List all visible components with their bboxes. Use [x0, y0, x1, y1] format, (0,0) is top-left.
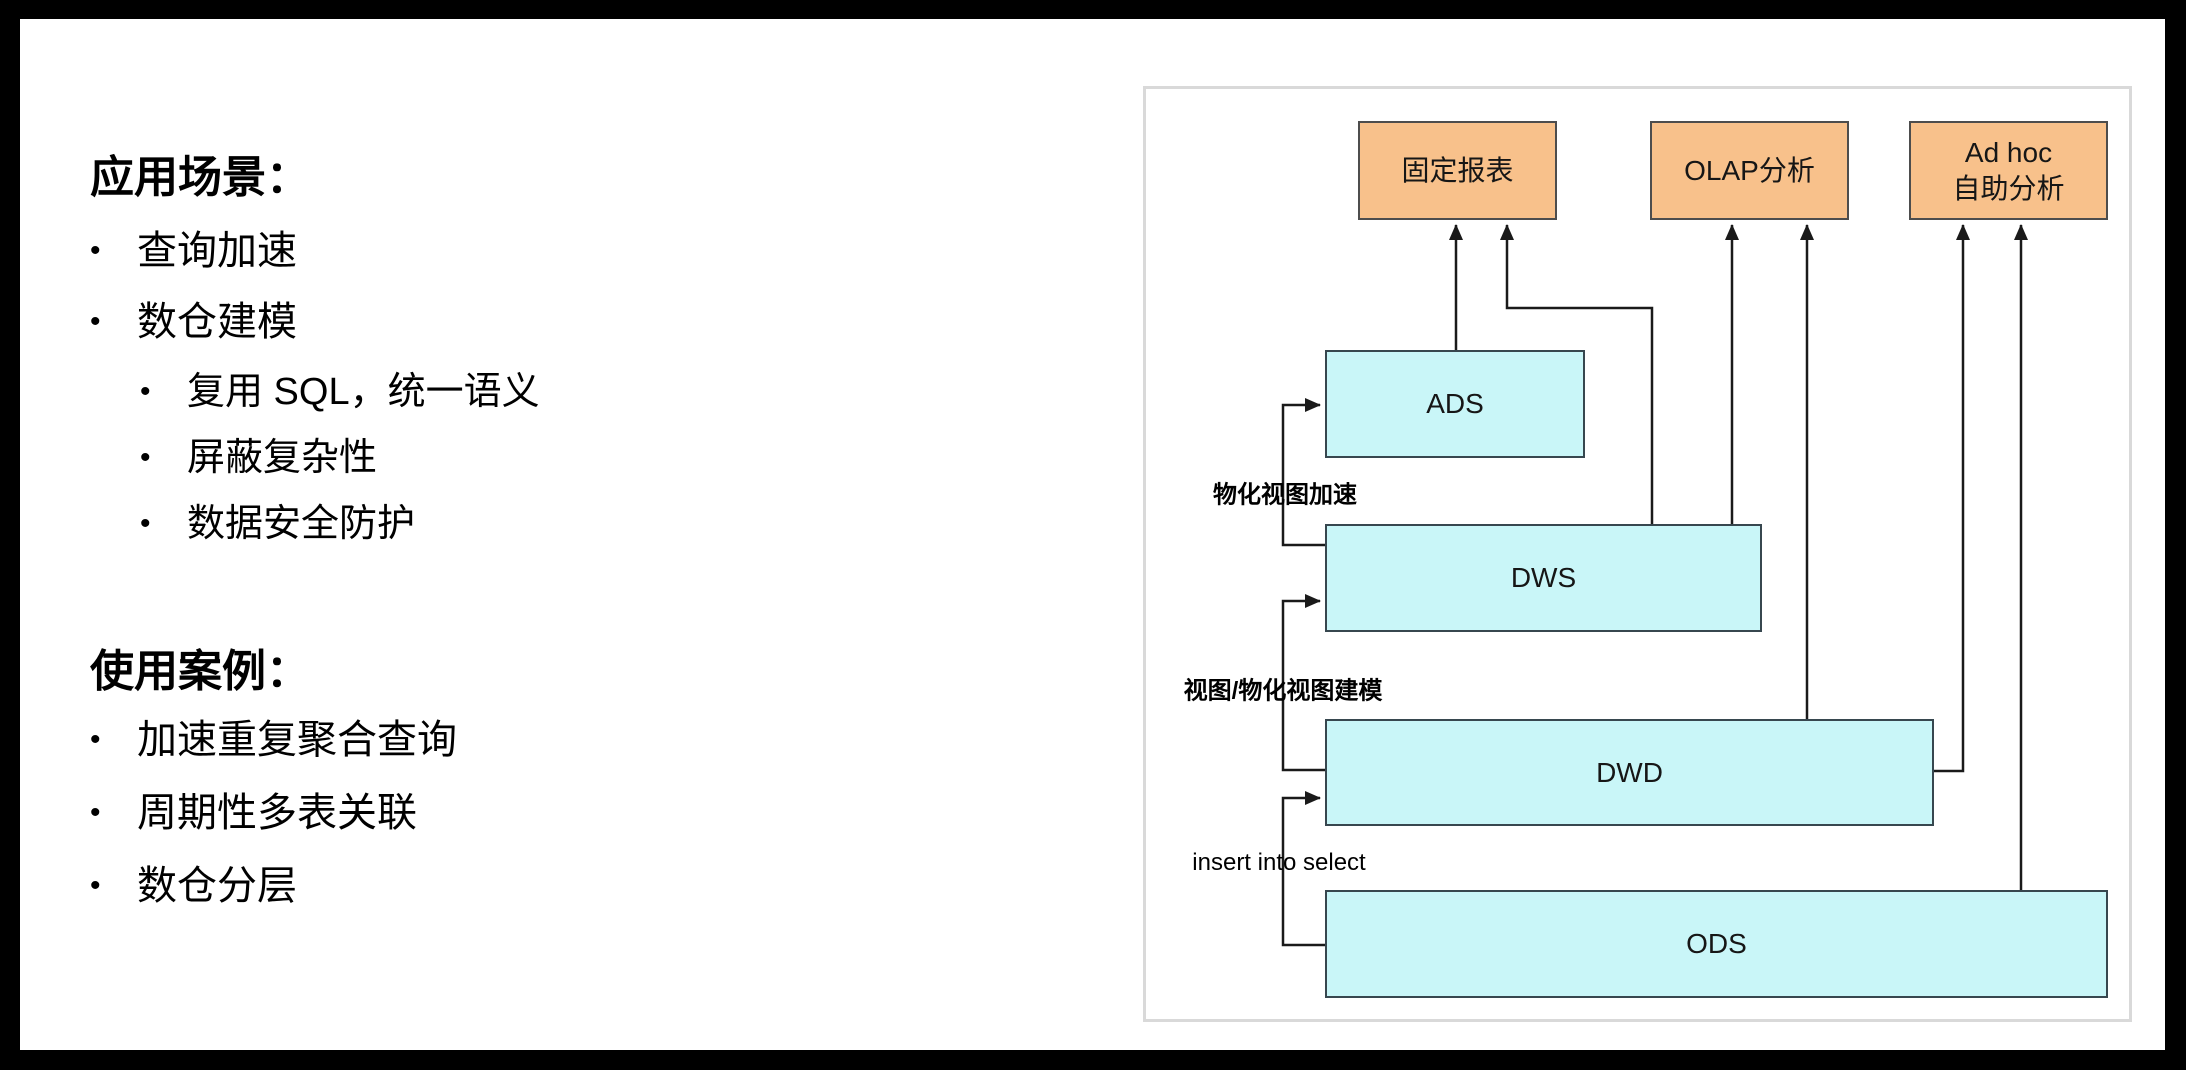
bullet-item-label: 数仓建模 — [137, 300, 297, 344]
arrow-dws-to-ads — [1281, 398, 1325, 547]
box-adhoc-label-line2: 自助分析 — [1952, 172, 2065, 204]
box-olap-analysis: OLAP分析 — [1650, 121, 1849, 220]
bullet-item-label: 查询加速 — [137, 229, 297, 273]
bullet-icon: • — [140, 375, 151, 408]
arrow-ods-to-dwd — [1281, 791, 1325, 947]
bullet-item-label: 周期性多表关联 — [137, 791, 417, 835]
bullet-item-label: 数据安全防护 — [187, 503, 416, 545]
box-adhoc-analysis: Ad hoc 自助分析 — [1909, 121, 2108, 220]
box-dws-label: DWS — [1510, 562, 1577, 593]
bullet-item-label: 数仓分层 — [137, 864, 297, 908]
connector-layer — [1281, 224, 2028, 947]
box-olap-analysis-label: OLAP分析 — [1684, 154, 1815, 186]
box-dwd: DWD — [1325, 719, 1934, 826]
section-heading-use-cases: 使用案例： — [90, 647, 310, 696]
bullet-subitem: • 屏蔽复杂性 — [140, 434, 377, 482]
bullet-icon: • — [140, 441, 151, 474]
section-heading-use-scenarios: 应用场景： — [90, 153, 310, 202]
bullet-icon: • — [90, 305, 101, 338]
edge-label-materialized-view-acceleration: 物化视图加速 — [1213, 481, 1357, 509]
bullet-item: • 数仓建模 — [90, 298, 297, 346]
bullet-item-label: 加速重复聚合查询 — [137, 718, 457, 762]
arrow-dwd-to-adhoc — [1934, 224, 1970, 773]
bullet-subitem: • 数据安全防护 — [140, 500, 415, 548]
box-dws: DWS — [1325, 524, 1762, 632]
arrow-dws-to-fixed-report — [1500, 224, 1654, 524]
box-ods-label: ODS — [1686, 928, 1747, 959]
bullet-subitem: • 复用 SQL，统一语义 — [140, 368, 540, 416]
bullet-icon: • — [90, 796, 101, 829]
edge-label-insert-into-select: insert into select — [1192, 849, 1366, 876]
architecture-diagram-panel: 固定报表 OLAP分析 Ad hoc 自助分析 ADS DWS DWD ODS — [1143, 86, 2132, 1022]
box-fixed-report-label: 固定报表 — [1401, 154, 1514, 186]
bullet-item: • 数仓分层 — [90, 862, 297, 910]
slide: 应用场景： • 查询加速 • 数仓建模 • 复用 SQL，统一语义 • 屏蔽复杂… — [20, 19, 2165, 1050]
box-dwd-label: DWD — [1596, 756, 1663, 788]
bullet-icon: • — [90, 869, 101, 902]
bullet-icon: • — [90, 234, 101, 267]
bullet-icon: • — [90, 723, 101, 756]
box-fixed-report: 固定报表 — [1358, 121, 1557, 220]
bullet-item-label: 复用 SQL，统一语义 — [187, 371, 540, 413]
bullet-item: • 周期性多表关联 — [90, 789, 417, 837]
bullet-item-label: 屏蔽复杂性 — [187, 437, 378, 479]
box-ads-label: ADS — [1426, 388, 1484, 419]
arrow-dwd-to-dws — [1281, 594, 1325, 772]
edge-label-view-modeling: 视图/物化视图建模 — [1183, 677, 1383, 705]
box-adhoc-label-line1: Ad hoc — [1964, 136, 2053, 168]
box-ads: ADS — [1325, 350, 1585, 458]
box-ods: ODS — [1325, 890, 2108, 998]
bullet-icon: • — [140, 507, 151, 540]
bullet-item: • 查询加速 — [90, 227, 297, 275]
bullet-item: • 加速重复聚合查询 — [90, 716, 457, 764]
